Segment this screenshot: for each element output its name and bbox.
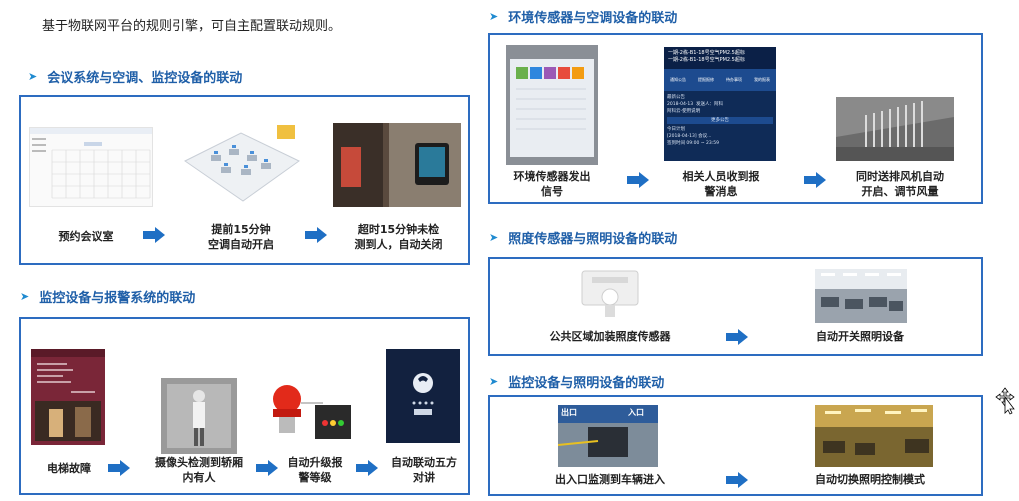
tab-todo[interactable]: 待办事项 — [726, 77, 742, 82]
more-notice-button[interactable]: 更多公告 — [667, 117, 773, 124]
entry-sign: 入口 — [628, 408, 644, 417]
panel-alarm: 电梯故障 摄像头检测到轿厢 内有人 自动升级报 警等级 自动联动五方 对讲 — [19, 317, 470, 495]
step-caption: 自动开关照明设备 — [816, 330, 904, 343]
section-title-text: 照度传感器与照明设备的联动 — [508, 232, 678, 247]
exhaust-fan-photo — [836, 97, 954, 161]
flow-arrow-icon — [305, 227, 327, 243]
move-cursor-icon — [995, 387, 1015, 415]
notice-text: 阿科云-使用说明 — [667, 109, 701, 114]
intercom-screen-image — [386, 349, 460, 443]
alert-header: 一期-2栋-B1-18号空气PM2.5超标 — [668, 50, 745, 56]
tab-repair[interactable]: 提报报修 — [698, 77, 714, 82]
tab-notice[interactable]: 通知公告 — [670, 77, 686, 82]
flow-arrow-icon — [726, 329, 748, 345]
section-title-text: 会议系统与空调、监控设备的联动 — [47, 71, 243, 86]
section-title-text: 环境传感器与空调设备的联动 — [508, 11, 678, 26]
flow-arrow-icon — [726, 472, 748, 488]
chevron-right-icon: ➤ — [489, 10, 499, 23]
section-title-env: ➤ 环境传感器与空调设备的联动 — [489, 7, 677, 26]
step-caption: 电梯故障 — [47, 462, 91, 475]
office-ac-3d-image — [181, 121, 301, 209]
elevator-camera-image — [161, 378, 237, 454]
panel-parking: 出口 入口 出入口监测到车辆进入 自动切换照明控制模式 — [488, 395, 983, 496]
chevron-right-icon: ➤ — [489, 375, 499, 388]
step-caption: 摄像头检测到轿厢 内有人 — [155, 456, 243, 484]
todo-label: 今日计划 — [667, 127, 685, 132]
garage-lighting-photo — [815, 405, 933, 467]
elevator-fault-screen-image — [31, 349, 105, 445]
notice-label: 最新公告 — [667, 95, 685, 100]
flow-arrow-icon — [804, 172, 826, 188]
chevron-right-icon: ➤ — [489, 231, 499, 244]
tab-report[interactable]: 我的报表 — [754, 77, 770, 82]
sensor-panel-photo — [506, 45, 598, 165]
step-caption: 预约会议室 — [58, 230, 114, 243]
step-caption: 同时送排风机自动 开启、调节风量 — [856, 170, 944, 198]
step-caption: 自动联动五方 对讲 — [391, 456, 457, 484]
panel-env: 一期-2栋-B1-18号空气PM2.5超标 一期-2栋-B1-18号空气PM2.… — [488, 33, 983, 204]
todo-time: 签到时间 09:00 ~ 23:59 — [667, 141, 719, 146]
alert-subheader: 一期-2栋-B1-18号空气PM2.5超标 — [668, 57, 745, 63]
step-caption: 出入口监测到车辆进入 — [555, 473, 665, 486]
step-caption: 相关人员收到报 警消息 — [682, 170, 760, 198]
panel-meeting: 预约会议室 提前15分钟 空调自动开启 超时15分钟未检 测到人，自动关闭 — [19, 95, 470, 265]
panel-light: 公共区域加装照度传感器 自动开关照明设备 — [488, 257, 983, 356]
office-lighting-photo — [815, 269, 907, 323]
section-title-light: ➤ 照度传感器与照明设备的联动 — [489, 228, 677, 247]
alarm-light-image — [265, 383, 365, 449]
section-title-text: 监控设备与报警系统的联动 — [39, 291, 196, 306]
flow-arrow-icon — [143, 227, 165, 243]
notice-date: 2018-04-13 — [667, 102, 694, 107]
phone-alert-screen: 一期-2栋-B1-18号空气PM2.5超标 一期-2栋-B1-18号空气PM2.… — [664, 47, 776, 161]
calendar-screenshot-image — [29, 127, 153, 207]
step-caption: 自动升级报 警等级 — [287, 456, 343, 484]
step-caption: 环境传感器发出 信号 — [513, 170, 591, 198]
flow-arrow-icon — [356, 460, 378, 476]
flow-arrow-icon — [108, 460, 130, 476]
chevron-right-icon: ➤ — [28, 70, 38, 83]
wall-panel-photo — [333, 123, 461, 207]
intro-text: 基于物联网平台的规则引擎，可自主配置联动规则。 — [42, 19, 342, 34]
section-title-parking: ➤ 监控设备与照明设备的联动 — [489, 372, 664, 391]
section-title-alarm: ➤ 监控设备与报警系统的联动 — [20, 287, 195, 306]
todo-text: [2018-04-13] 会议... — [667, 134, 712, 139]
flow-arrow-icon — [256, 460, 278, 476]
step-caption: 公共区域加装照度传感器 — [549, 330, 671, 343]
section-title-text: 监控设备与照明设备的联动 — [508, 376, 665, 391]
exit-sign: 出口 — [561, 408, 577, 417]
step-caption: 提前15分钟 空调自动开启 — [208, 223, 274, 251]
notice-author: 发送人：阿科 — [696, 102, 724, 107]
step-caption: 自动切换照明控制模式 — [815, 473, 925, 486]
chevron-right-icon: ➤ — [20, 290, 30, 303]
parking-gate-photo: 出口 入口 — [558, 405, 658, 467]
section-title-meeting: ➤ 会议系统与空调、监控设备的联动 — [28, 67, 242, 86]
step-caption: 超时15分钟未检 测到人，自动关闭 — [354, 223, 443, 251]
flow-arrow-icon — [627, 172, 649, 188]
illuminance-sensor-image — [578, 267, 642, 319]
